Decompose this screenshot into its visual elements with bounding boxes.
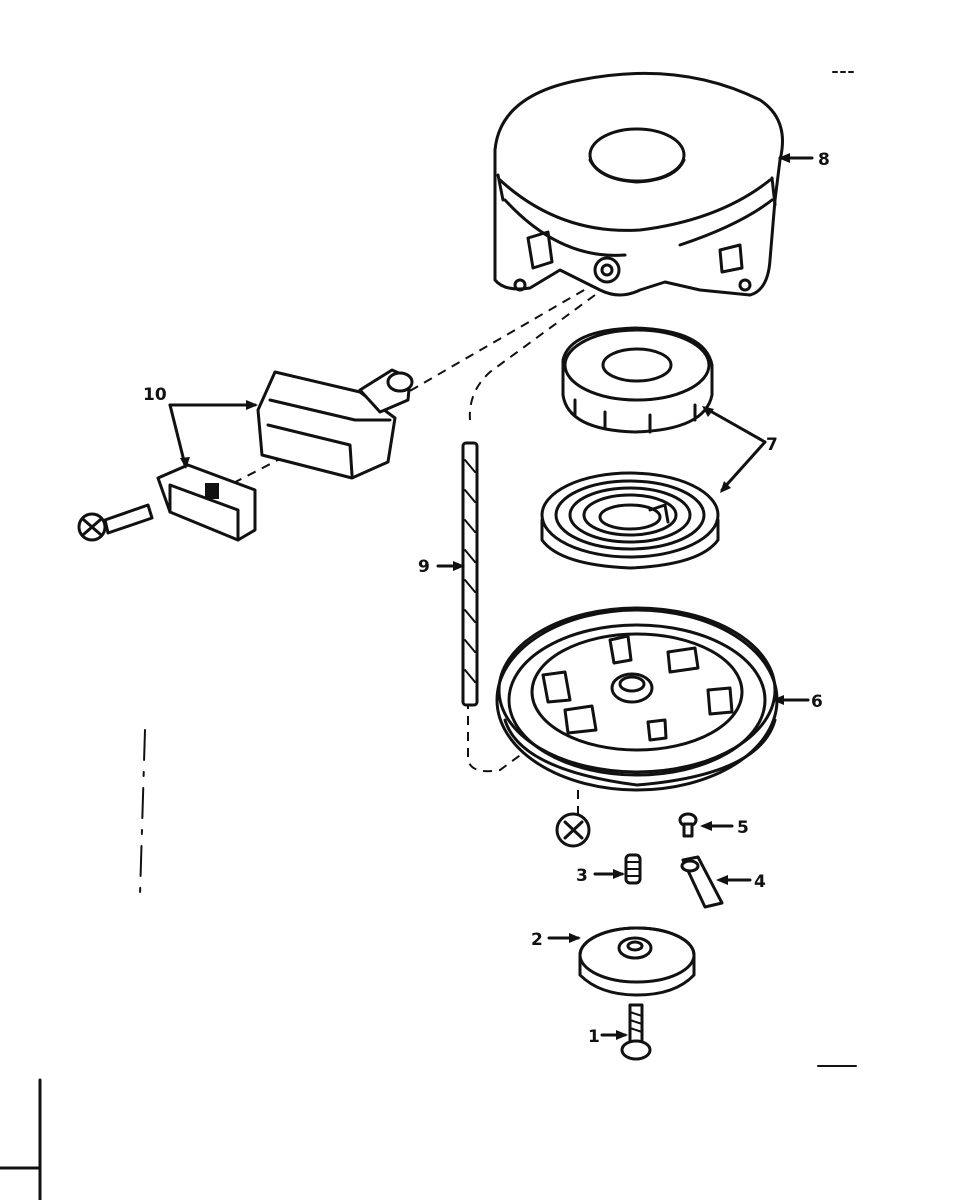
label-part-7: 7 <box>766 435 778 455</box>
handle-screw-part <box>77 503 154 542</box>
pulley-part <box>495 606 779 792</box>
callout-labels: 8 7 10 9 6 5 4 3 2 1 <box>143 150 830 1047</box>
pawl-retainer-part <box>578 926 696 997</box>
starter-handle-part <box>256 368 414 480</box>
pawl-screw-part <box>678 812 698 838</box>
label-part-2: 2 <box>531 930 543 950</box>
handle-insert-part <box>156 463 257 542</box>
starter-rope-part <box>461 441 479 707</box>
label-part-1: 1 <box>588 1027 600 1047</box>
label-part-9: 9 <box>418 557 430 577</box>
center-bolt-part <box>620 1003 652 1061</box>
label-part-4: 4 <box>754 872 766 892</box>
label-part-10: 10 <box>143 385 167 405</box>
housing-part <box>493 71 784 297</box>
callout-leaders <box>168 153 814 1040</box>
page-marks <box>0 71 857 1200</box>
label-part-3: 3 <box>576 866 588 886</box>
label-part-5: 5 <box>737 818 749 838</box>
rewind-spring-part <box>540 471 720 570</box>
spring-retainer-part <box>561 326 714 434</box>
label-part-6: 6 <box>811 692 823 712</box>
assembly-guide-lines <box>219 281 599 815</box>
brake-spring-part <box>624 853 642 885</box>
center-screw-part <box>555 812 591 848</box>
pawl-part <box>680 855 724 909</box>
label-part-8: 8 <box>818 150 830 170</box>
